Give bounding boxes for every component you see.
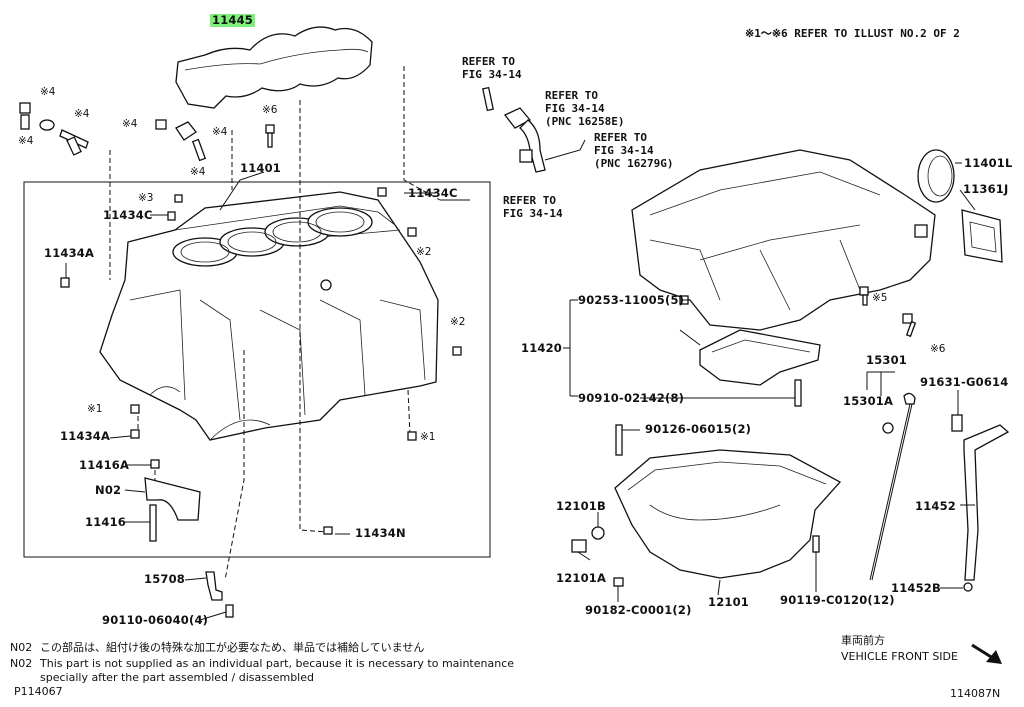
refer-note-2[interactable]: REFER TO FIG 34-14 (PNC 16258E) — [545, 89, 625, 128]
refer-note-4[interactable]: REFER TO FIG 34-14 — [503, 194, 563, 220]
part-label-11434c-left[interactable]: 11434C — [103, 208, 153, 222]
part-label-90126[interactable]: 90126-06015(2) — [645, 422, 752, 436]
part-label-11434n[interactable]: 11434N — [355, 526, 406, 540]
mark-1-a: ※1 — [87, 403, 103, 415]
part-label-11434c-right[interactable]: 11434C — [408, 186, 458, 200]
refer-note-3[interactable]: REFER TO FIG 34-14 (PNC 16279G) — [594, 131, 674, 170]
note-en-text-1: This part is not supplied as an individu… — [40, 657, 515, 670]
retainer-11361j[interactable] — [961, 209, 1003, 263]
note-jp-text: この部品は、組付け後の特殊な加工が必要なため、単品では補給していません — [40, 641, 425, 654]
oil-baffle-11420[interactable] — [699, 329, 821, 386]
dipstick-guide-11452[interactable] — [951, 414, 1010, 592]
oil-pan-upper[interactable] — [631, 149, 936, 338]
part-label-15301a[interactable]: 15301A — [843, 394, 894, 408]
part-label-n02[interactable]: N02 — [95, 483, 122, 497]
mark-4-e: ※4 — [212, 126, 228, 138]
part-label-12101[interactable]: 12101 — [708, 595, 750, 609]
part-label-11401l[interactable]: 11401L — [964, 156, 1013, 170]
part-label-11445[interactable]: 11445 — [210, 13, 256, 27]
mark-2-a: ※2 — [416, 246, 432, 258]
part-label-11434a-top[interactable]: 11434A — [44, 246, 95, 260]
refer-note-1[interactable]: REFER TO FIG 34-14 — [462, 55, 522, 81]
part-label-90253[interactable]: 90253-11005(5) — [578, 293, 685, 307]
mark-4-d: ※4 — [122, 118, 138, 130]
header-note: ※1〜※6 REFER TO ILLUST NO.2 OF 2 — [745, 27, 960, 40]
part-label-91631[interactable]: 91631-G0614 — [920, 375, 1009, 389]
illustration-id: P114067 — [14, 685, 63, 698]
mark-4-a: ※4 — [40, 86, 56, 98]
figure-id: 114087N — [950, 687, 1001, 700]
nozzle-15708[interactable] — [205, 571, 234, 618]
part-label-90182[interactable]: 90182-C0001(2) — [585, 603, 692, 617]
mark-1-b: ※1 — [420, 431, 436, 443]
oil-seal-11401l[interactable] — [917, 149, 955, 203]
part-label-11401[interactable]: 11401 — [240, 161, 282, 175]
part-label-11452b[interactable]: 11452B — [891, 581, 941, 595]
part-label-12101a[interactable]: 12101A — [556, 571, 607, 585]
part-label-15301[interactable]: 15301 — [866, 353, 908, 367]
note-en-code: N02 — [10, 657, 33, 670]
part-label-11361j[interactable]: 11361J — [963, 182, 1009, 196]
timing-cover-11445[interactable] — [175, 26, 373, 109]
bearing-cap-n02[interactable] — [144, 477, 201, 542]
part-label-90119[interactable]: 90119-C0120(12) — [780, 593, 895, 607]
part-label-90910[interactable]: 90910-02142(8) — [578, 391, 685, 405]
mark-2-b: ※2 — [450, 316, 466, 328]
part-label-12101b[interactable]: 12101B — [556, 499, 606, 513]
mark-6-b: ※6 — [930, 343, 946, 355]
part-label-11416a[interactable]: 11416A — [79, 458, 130, 472]
part-label-11434a-bottom[interactable]: 11434A — [60, 429, 111, 443]
mark-6-a: ※6 — [262, 104, 278, 116]
mark-4-b: ※4 — [74, 108, 90, 120]
mark-3: ※3 — [138, 192, 154, 204]
dipstick-15301[interactable] — [869, 392, 916, 581]
mark-4-c: ※4 — [18, 135, 34, 147]
part-label-90110[interactable]: 90110-06040(4) — [102, 613, 209, 627]
part-label-11452[interactable]: 11452 — [915, 499, 957, 513]
front-side-jp: 車両前方 — [841, 634, 885, 647]
front-arrow-icon — [971, 643, 1002, 664]
mark-5: ※5 — [872, 292, 888, 304]
front-side-en: VEHICLE FRONT SIDE — [841, 650, 958, 663]
oil-pan-12101[interactable] — [614, 449, 842, 579]
block-frame — [23, 181, 491, 558]
part-label-11420[interactable]: 11420 — [521, 341, 563, 355]
cylinder-block-11401[interactable] — [99, 191, 439, 441]
part-label-15708[interactable]: 15708 — [144, 572, 186, 586]
stud-pipes-top — [482, 86, 586, 173]
mark-4-f: ※4 — [190, 166, 206, 178]
note-jp-code: N02 — [10, 641, 33, 654]
note-en-text-2: specially after the part assembled / dis… — [40, 671, 314, 684]
small-hardware-top — [19, 102, 462, 535]
part-label-11416[interactable]: 11416 — [85, 515, 127, 529]
